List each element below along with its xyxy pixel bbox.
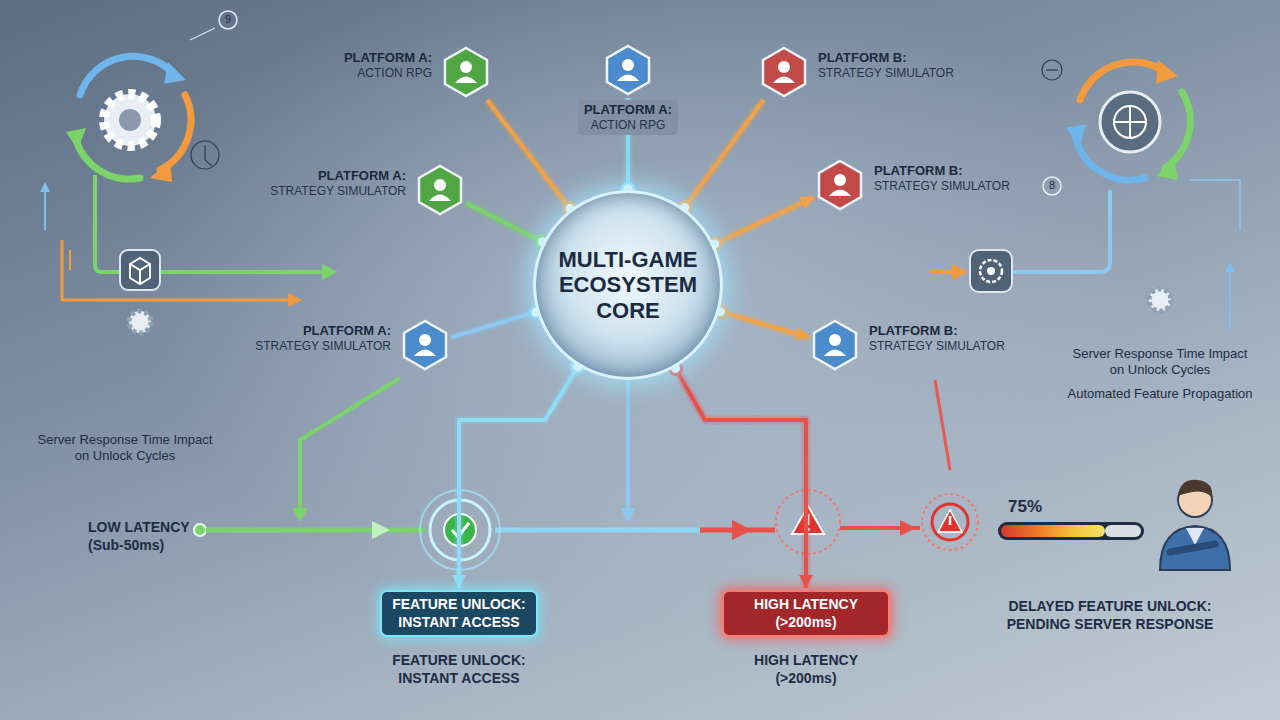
note-label: Server Response Time Impact on Unlock Cy… [30, 432, 220, 465]
core-circle: MULTI-GAME ECOSYSTEM CORE [533, 190, 723, 380]
note-label: 9 [221, 13, 235, 27]
platform-label: PLATFORM A:STRATEGY SIMULATOR [255, 323, 391, 354]
platform-name: PLATFORM A: [584, 102, 672, 118]
cube-icon [120, 250, 160, 333]
connector [679, 100, 764, 214]
game-genre: STRATEGY SIMULATOR [869, 339, 1005, 354]
arrowhead [799, 575, 813, 588]
status-box: HIGH LATENCY (>200ms) [722, 590, 890, 637]
platform-name: PLATFORM A: [270, 168, 406, 184]
status-text: HIGH LATENCY (>200ms) [734, 596, 878, 631]
hexagon-shape [442, 46, 490, 98]
platform-name: PLATFORM A: [255, 323, 391, 339]
platform-icon: PLATFORM A:STRATEGY SIMULATOR [401, 319, 449, 371]
platform-label: PLATFORM B:STRATEGY SIMULATOR [818, 50, 954, 81]
core-title: MULTI-GAME ECOSYSTEM CORE [548, 247, 708, 323]
hexagon-shape [816, 159, 864, 211]
platform-icon: PLATFORM B:STRATEGY SIMULATOR [811, 319, 859, 371]
platform-label: PLATFORM A:STRATEGY SIMULATOR [270, 168, 406, 199]
game-genre: STRATEGY SIMULATOR [270, 184, 406, 199]
platform-icon: PLATFORM B:STRATEGY SIMULATOR [760, 46, 808, 98]
game-genre: STRATEGY SIMULATOR [255, 339, 391, 354]
hexagon-shape [416, 164, 464, 216]
note-label: HIGH LATENCY (>200ms) [731, 652, 881, 687]
connector [714, 306, 809, 341]
gear-cycle [1042, 60, 1240, 330]
gear-cycle [40, 11, 237, 270]
hexagon-shape [604, 44, 652, 96]
platform-icon: PLATFORM A:ACTION RPG [604, 44, 652, 96]
platform-label: PLATFORM B:STRATEGY SIMULATOR [874, 163, 1010, 194]
platform-name: PLATFORM B: [874, 163, 1010, 179]
note-label: Automated Feature Propagation [1065, 386, 1255, 402]
arrowhead [452, 575, 466, 588]
note-label: 8 [1045, 179, 1059, 193]
game-genre: STRATEGY SIMULATOR [874, 179, 1010, 194]
platform-label: PLATFORM A:ACTION RPG [344, 50, 432, 81]
arrowhead [795, 327, 809, 340]
platform-name: PLATFORM B: [869, 323, 1005, 339]
note-label: Server Response Time Impact on Unlock Cy… [1065, 346, 1255, 379]
game-genre: ACTION RPG [344, 66, 432, 81]
platform-label: PLATFORM B:STRATEGY SIMULATOR [869, 323, 1005, 354]
status-text: FEATURE UNLOCK: INSTANT ACCESS [392, 596, 526, 631]
note-label: DELAYED FEATURE UNLOCK: PENDING SERVER R… [975, 598, 1245, 633]
platform-name: PLATFORM B: [818, 50, 954, 66]
note-label: LOW LATENCY (Sub-50ms) [88, 519, 206, 554]
hexagon-shape [760, 46, 808, 98]
hexagon-shape [401, 319, 449, 371]
connector [709, 196, 814, 250]
platform-label: PLATFORM A:ACTION RPG [578, 100, 678, 135]
connector [466, 203, 548, 248]
hexagon-shape [811, 319, 859, 371]
progress-bar [998, 522, 1144, 540]
connector [451, 306, 542, 337]
platform-name: PLATFORM A: [344, 50, 432, 66]
connector [452, 361, 584, 588]
status-box: FEATURE UNLOCK: INSTANT ACCESS [380, 590, 538, 637]
connector [487, 100, 576, 215]
platform-icon: PLATFORM A:ACTION RPG [442, 46, 490, 98]
game-genre: ACTION RPG [584, 118, 672, 133]
connector [670, 362, 813, 588]
game-genre: STRATEGY SIMULATOR [818, 66, 954, 81]
platform-icon: PLATFORM B:STRATEGY SIMULATOR [816, 159, 864, 211]
note-label: FEATURE UNLOCK: INSTANT ACCESS [369, 652, 549, 687]
cube-icon [970, 250, 1012, 292]
platform-icon: PLATFORM A:STRATEGY SIMULATOR [416, 164, 464, 216]
arrowhead [799, 196, 814, 209]
person-figure [1160, 480, 1230, 570]
warning-badge [922, 494, 978, 550]
note-label: 75% [1008, 496, 1068, 517]
